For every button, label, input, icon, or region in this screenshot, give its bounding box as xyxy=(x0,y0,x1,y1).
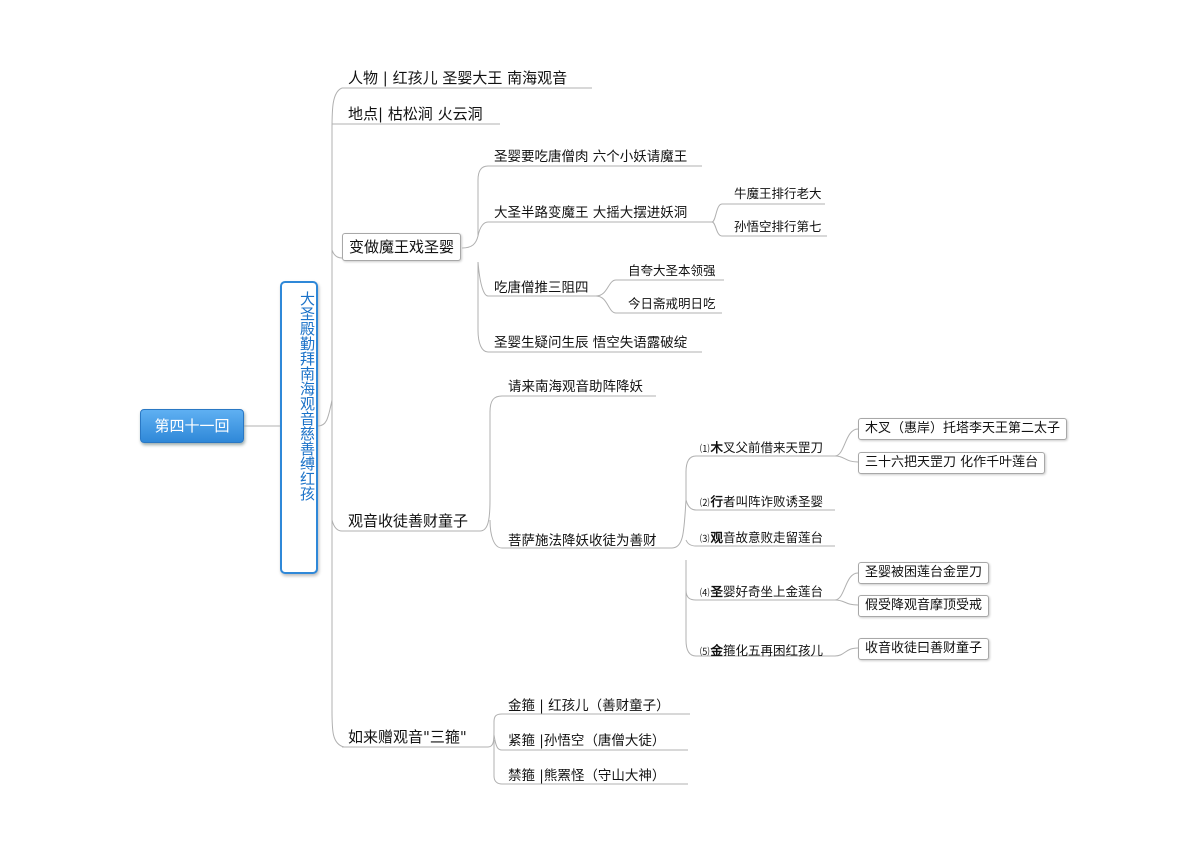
branch-location[interactable]: 地点| 枯松涧 火云洞 xyxy=(348,105,483,123)
step-2-text: 者叫阵诈败诱圣婴 xyxy=(723,494,824,509)
hoop-1[interactable]: 金箍 | 红孩儿（善财童子） xyxy=(508,698,670,714)
hoop-2[interactable]: 紧箍 |孙悟空（唐僧大徒） xyxy=(508,733,666,749)
step-1-child-2[interactable]: 三十六把天罡刀 化作千叶莲台 xyxy=(858,452,1046,474)
disguise-item-c2[interactable]: 今日斋戒明日吃 xyxy=(628,296,716,311)
step-4-text: 婴好奇坐上金莲台 xyxy=(723,584,824,599)
step-5[interactable]: ⑸金箍化五再困红孩儿 xyxy=(700,640,823,659)
step-1[interactable]: ⑴木叉父前借来天罡刀 xyxy=(700,437,823,456)
branch-hoops[interactable]: 如来赠观音"三箍" xyxy=(348,728,467,746)
guanyin-invite[interactable]: 请来南海观音助阵降妖 xyxy=(508,379,643,395)
step-4-number: ⑷ xyxy=(700,588,710,599)
step-5-text: 箍化五再困红孩儿 xyxy=(723,643,824,658)
branch-characters[interactable]: 人物 | 红孩儿 圣婴大王 南海观音 xyxy=(348,69,568,87)
step-3[interactable]: ⑶观音故意败走留莲台 xyxy=(700,527,823,546)
guanyin-subdue[interactable]: 菩萨施法降妖收徒为善财 xyxy=(508,533,657,549)
step-2-number: ⑵ xyxy=(700,498,710,509)
disguise-item-d[interactable]: 圣婴生疑问生辰 悟空失语露破绽 xyxy=(494,335,688,351)
root-topic[interactable]: 第四十一回 xyxy=(140,409,244,443)
step-4-head: 圣 xyxy=(710,584,724,599)
step-3-head: 观 xyxy=(710,530,724,545)
title-text: 大圣殿勤拜南海 观音慈善缚红孩 xyxy=(282,291,316,501)
disguise-item-b[interactable]: 大圣半路变魔王 大摇大摆进妖洞 xyxy=(494,205,688,221)
step-1-number: ⑴ xyxy=(700,444,710,455)
step-3-text: 音故意败走留莲台 xyxy=(723,530,824,545)
hoop-3[interactable]: 禁箍 |熊罴怪（守山大神） xyxy=(508,768,666,784)
disguise-item-c1[interactable]: 自夸大圣本领强 xyxy=(628,263,716,278)
title-line-1: 大圣殿勤拜南海 xyxy=(298,291,316,396)
disguise-item-b2[interactable]: 孙悟空排行第七 xyxy=(734,219,822,234)
step-1-text: 叉父前借来天罡刀 xyxy=(723,440,824,455)
branch-guanyin[interactable]: 观音收徒善财童子 xyxy=(348,512,469,530)
step-3-number: ⑶ xyxy=(700,534,710,545)
title-line-2: 观音慈善缚红孩 xyxy=(298,396,316,501)
step-4-child-1[interactable]: 圣婴被困莲台金罡刀 xyxy=(858,562,990,584)
disguise-item-a[interactable]: 圣婴要吃唐僧肉 六个小妖请魔王 xyxy=(494,149,688,165)
disguise-item-b1[interactable]: 牛魔王排行老大 xyxy=(734,186,822,201)
title-topic[interactable]: 大圣殿勤拜南海 观音慈善缚红孩 xyxy=(280,281,318,574)
disguise-item-c[interactable]: 吃唐僧推三阻四 xyxy=(494,280,589,296)
step-4-child-2[interactable]: 假受降观音摩顶受戒 xyxy=(858,595,990,617)
step-1-child-1[interactable]: 木叉（惠岸）托塔李天王第二太子 xyxy=(858,418,1068,440)
branch-disguise[interactable]: 变做魔王戏圣婴 xyxy=(342,233,462,261)
step-4[interactable]: ⑷圣婴好奇坐上金莲台 xyxy=(700,581,823,600)
step-2[interactable]: ⑵行者叫阵诈败诱圣婴 xyxy=(700,491,823,510)
step-5-head: 金 xyxy=(710,643,724,658)
step-5-child-1[interactable]: 收音收徒曰善财童子 xyxy=(858,638,990,660)
step-1-head: 木 xyxy=(710,440,724,455)
step-2-head: 行 xyxy=(710,494,724,509)
step-5-number: ⑸ xyxy=(700,647,710,658)
